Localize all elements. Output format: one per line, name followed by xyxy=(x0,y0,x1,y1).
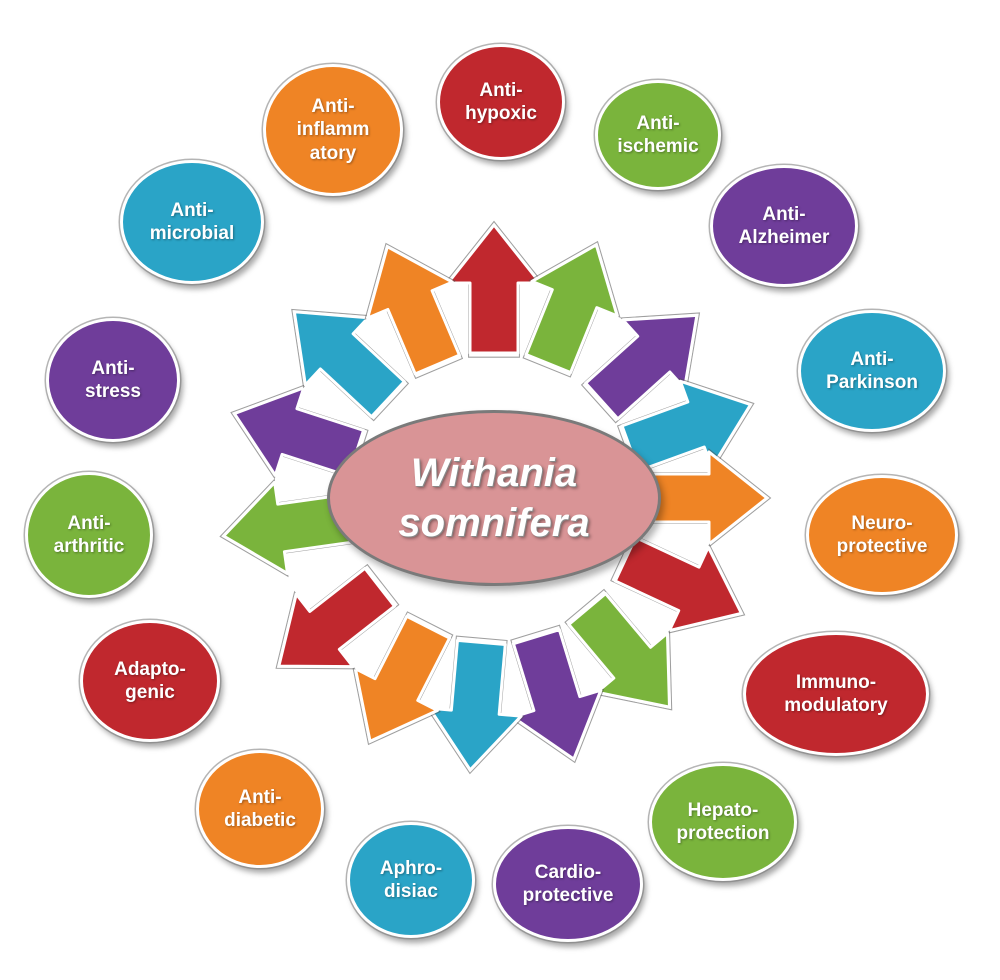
effect-node: Anti- inflamm atory xyxy=(263,64,403,196)
effect-node: Anti- stress xyxy=(46,318,180,442)
arrow-15 xyxy=(364,242,464,380)
effect-node: Adapto- genic xyxy=(80,620,220,742)
arrow-11 xyxy=(275,563,400,670)
arrow-8 xyxy=(509,624,605,764)
effect-node: Anti- hypoxic xyxy=(437,44,565,160)
effect-node: Anti- Alzheimer xyxy=(710,165,858,287)
effect-node: Anti- diabetic xyxy=(196,750,324,868)
effect-label: Anti- ischemic xyxy=(617,112,699,157)
effect-label: Anti- microbial xyxy=(149,199,235,244)
arrow-7 xyxy=(564,588,673,711)
effect-node: Immuno- modulatory xyxy=(743,632,929,756)
effect-node: Anti- Parkinson xyxy=(798,310,946,432)
arrow-9 xyxy=(425,635,525,775)
effect-node: Anti- ischemic xyxy=(595,80,721,190)
effect-label: Aphro- disiac xyxy=(379,857,443,902)
effect-label: Anti- Parkinson xyxy=(826,348,918,393)
arrow-13 xyxy=(230,384,369,480)
effect-label: Adapto- genic xyxy=(114,658,186,703)
center-ellipse: Withania somnifera xyxy=(327,410,661,586)
effect-node: Cardio- protective xyxy=(493,826,643,942)
effect-label: Cardio- protective xyxy=(522,861,614,906)
effect-label: Neuro- protective xyxy=(836,512,928,557)
arrow-2 xyxy=(522,240,621,378)
arrow-1 xyxy=(444,220,544,358)
arrow-14 xyxy=(291,308,410,422)
effect-node: Neuro- protective xyxy=(806,475,958,595)
effect-label: Anti- stress xyxy=(85,357,141,402)
center-label: Withania somnifera xyxy=(398,451,590,545)
effect-label: Immuno- modulatory xyxy=(784,671,888,716)
effect-node: Anti- arthritic xyxy=(25,472,153,598)
effect-label: Hepato- protection xyxy=(676,799,770,844)
arrow-6 xyxy=(610,533,746,634)
effect-label: Anti- diabetic xyxy=(224,786,296,831)
effect-label: Anti- hypoxic xyxy=(465,79,537,124)
effect-label: Anti- Alzheimer xyxy=(738,203,830,248)
effect-node: Hepato- protection xyxy=(649,763,797,881)
arrow-3 xyxy=(580,312,701,424)
effect-label: Anti- inflamm atory xyxy=(296,96,370,164)
effect-label: Anti- arthritic xyxy=(53,512,125,557)
effect-node: Aphro- disiac xyxy=(347,822,475,938)
effect-node: Anti- microbial xyxy=(120,160,264,284)
arrow-10 xyxy=(352,611,454,746)
